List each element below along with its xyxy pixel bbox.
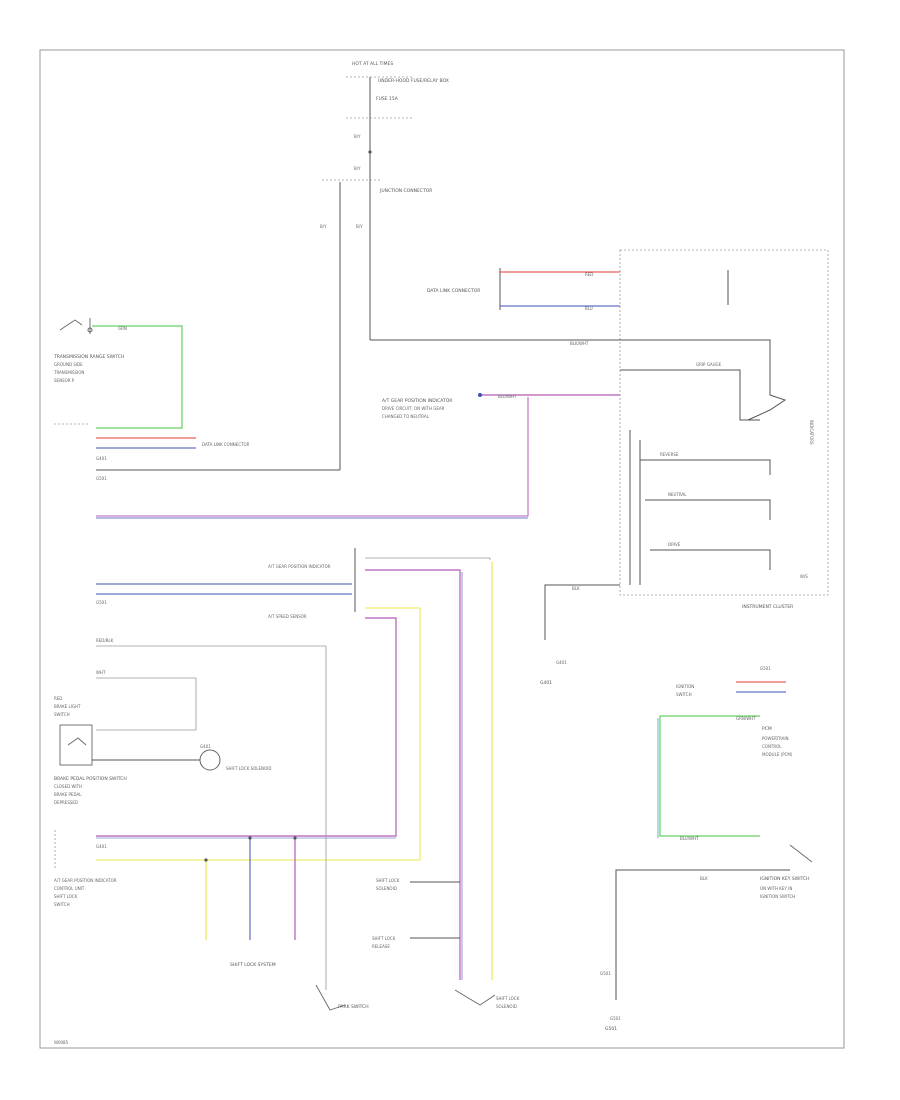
svg-text:G501: G501 xyxy=(760,666,771,671)
brake-pedal-switch: RED/BLK WHT RED BRAKE LIGHT SWITCH G401 … xyxy=(54,638,327,990)
svg-text:BLU/WHT: BLU/WHT xyxy=(498,394,517,399)
pcm-connectors: A/T GEAR POSITION INDICATOR G501 A/T SPE… xyxy=(96,548,493,980)
svg-text:A/T SPEED SENSOR: A/T SPEED SENSOR xyxy=(268,614,307,619)
svg-text:NEUTRAL: NEUTRAL xyxy=(668,492,687,497)
svg-text:SOLENOID: SOLENOID xyxy=(496,1004,517,1009)
svg-text:B/Y: B/Y xyxy=(356,224,363,229)
svg-text:BLK: BLK xyxy=(572,586,580,591)
label-fuse-block: UNDER-HOOD FUSE/RELAY BOX xyxy=(378,78,449,84)
svg-text:IGNITION SWITCH: IGNITION SWITCH xyxy=(760,894,795,899)
diagram-frame xyxy=(39,49,845,1049)
svg-text:GROUND SIDE: GROUND SIDE xyxy=(54,362,83,367)
transmission-range-switch: TRANSMISSION RANGE SWITCH GROUND SIDE TR… xyxy=(53,318,340,481)
svg-text:SENSOR P: SENSOR P xyxy=(54,378,75,383)
svg-text:DATA LINK CONNECTOR: DATA LINK CONNECTOR xyxy=(202,442,250,447)
svg-text:GRN: GRN xyxy=(118,326,127,331)
svg-text:MODULE (PCM): MODULE (PCM) xyxy=(762,752,793,757)
svg-text:G401: G401 xyxy=(96,844,107,849)
svg-text:IGNITION: IGNITION xyxy=(676,684,694,689)
svg-text:SWITCH: SWITCH xyxy=(54,902,70,907)
svg-text:INDICATORS: INDICATORS xyxy=(809,420,814,445)
svg-text:G501: G501 xyxy=(600,971,611,976)
svg-text:RED: RED xyxy=(54,696,62,701)
label-fuse: FUSE 15A xyxy=(376,96,399,102)
svg-text:WHT: WHT xyxy=(96,670,106,675)
svg-text:ON WITH KEY IN: ON WITH KEY IN xyxy=(760,886,792,891)
footer-code: W0085 xyxy=(54,1040,69,1045)
svg-text:A/T GEAR POSITION INDICATOR: A/T GEAR POSITION INDICATOR xyxy=(268,564,331,569)
data-link-connector: DATA LINK CONNECTOR RED BLU xyxy=(427,268,620,311)
svg-text:REVERSE: REVERSE xyxy=(660,452,679,457)
svg-text:BLU: BLU xyxy=(585,306,593,311)
label-park-switch: PARK SWITCH xyxy=(338,1004,369,1010)
label-hot-at-all-times: HOT AT ALL TIMES xyxy=(352,61,393,67)
svg-text:SHIFT LOCK SOLENOID: SHIFT LOCK SOLENOID xyxy=(226,766,271,771)
svg-text:SHIFT LOCK: SHIFT LOCK xyxy=(496,996,520,1001)
svg-text:B/Y: B/Y xyxy=(354,166,361,171)
svg-text:CONTROL UNIT: CONTROL UNIT xyxy=(54,886,85,891)
svg-text:SOLENOID: SOLENOID xyxy=(376,886,397,891)
svg-text:TRANSMISSION: TRANSMISSION xyxy=(53,370,84,375)
label-instrument-cluster: INSTRUMENT CLUSTER xyxy=(742,604,793,610)
svg-text:BRAKE PEDAL: BRAKE PEDAL xyxy=(54,792,82,797)
svg-text:POWERTRAIN: POWERTRAIN xyxy=(762,736,789,741)
svg-text:BRAKE LIGHT: BRAKE LIGHT xyxy=(54,704,81,709)
svg-text:A/T GEAR POSITION INDICATOR: A/T GEAR POSITION INDICATOR xyxy=(382,398,452,404)
svg-text:G401: G401 xyxy=(556,660,567,665)
label-ignition-key-switch: IGNITION KEY SWITCH xyxy=(760,876,810,882)
power-feed: HOT AT ALL TIMES UNDER-HOOD FUSE/RELAY B… xyxy=(320,61,449,470)
svg-text:SHIFT LOCK: SHIFT LOCK xyxy=(372,936,396,941)
instrument-cluster: INSTRUMENT CLUSTER W/S INDICATORS GRIP G… xyxy=(619,249,829,610)
svg-text:DATA LINK CONNECTOR: DATA LINK CONNECTOR xyxy=(427,288,480,294)
svg-text:G501: G501 xyxy=(96,476,107,481)
svg-text:G401: G401 xyxy=(200,744,211,749)
svg-text:RED: RED xyxy=(585,272,593,277)
svg-text:CLOSED WITH: CLOSED WITH xyxy=(54,784,82,789)
svg-text:RED/BLK: RED/BLK xyxy=(96,638,114,643)
svg-text:G501: G501 xyxy=(610,1016,621,1021)
svg-text:SWITCH: SWITCH xyxy=(676,692,692,697)
svg-text:W/S: W/S xyxy=(800,574,808,579)
svg-text:CHANGED TO NEUTRAL: CHANGED TO NEUTRAL xyxy=(382,414,430,419)
violet-circuit: A/T GEAR POSITION INDICATOR DRIVE CIRCUI… xyxy=(96,393,620,519)
svg-text:A/T GEAR POSITION INDICATOR: A/T GEAR POSITION INDICATOR xyxy=(54,878,117,883)
svg-text:DRIVE: DRIVE xyxy=(668,542,681,547)
svg-text:RELEASE: RELEASE xyxy=(372,944,390,949)
ground-g401: BLK G401 G401 xyxy=(540,584,620,686)
label-ground-g401: G401 xyxy=(540,680,552,686)
label-brake-switch: BRAKE PEDAL POSITION SWITCH xyxy=(54,776,127,782)
label-junction: JUNCTION CONNECTOR xyxy=(379,188,432,194)
label-shift-lock-system: SHIFT LOCK SYSTEM xyxy=(230,962,276,968)
svg-text:G501: G501 xyxy=(96,600,107,605)
svg-text:GRN/WHT: GRN/WHT xyxy=(736,716,756,721)
pcm-lower-right: IGNITION SWITCH G501 PCM POWERTRAIN CONT… xyxy=(600,666,813,1032)
svg-text:BLK: BLK xyxy=(700,876,708,881)
svg-text:SWITCH: SWITCH xyxy=(54,712,70,717)
svg-text:DRIVE CIRCUIT, ON WITH GEAR: DRIVE CIRCUIT, ON WITH GEAR xyxy=(382,406,445,411)
svg-text:CONTROL: CONTROL xyxy=(762,744,782,749)
label-pcm: PCM xyxy=(762,726,772,732)
shift-lock-system: G401 A/T GEAR POSITION INDICATOR CONTROL… xyxy=(54,830,297,968)
park-switch-and-solenoid: SHIFT LOCK SOLENOID SHIFT LOCK RELEASE P… xyxy=(315,878,520,1011)
svg-text:SHIFT LOCK: SHIFT LOCK xyxy=(54,894,78,899)
label-transmission-range-switch: TRANSMISSION RANGE SWITCH xyxy=(53,354,124,360)
svg-text:B/Y: B/Y xyxy=(354,134,361,139)
svg-text:BLK/WHT: BLK/WHT xyxy=(570,341,589,346)
svg-text:DEPRESSED: DEPRESSED xyxy=(54,800,78,805)
label-ground-g501: G501 xyxy=(605,1026,617,1032)
svg-text:B/Y: B/Y xyxy=(320,224,327,229)
svg-text:BLU/WHT: BLU/WHT xyxy=(680,836,699,841)
svg-text:SHIFT LOCK: SHIFT LOCK xyxy=(376,878,400,883)
svg-text:GRIP GAUGE: GRIP GAUGE xyxy=(696,362,722,367)
svg-text:G401: G401 xyxy=(96,456,107,461)
